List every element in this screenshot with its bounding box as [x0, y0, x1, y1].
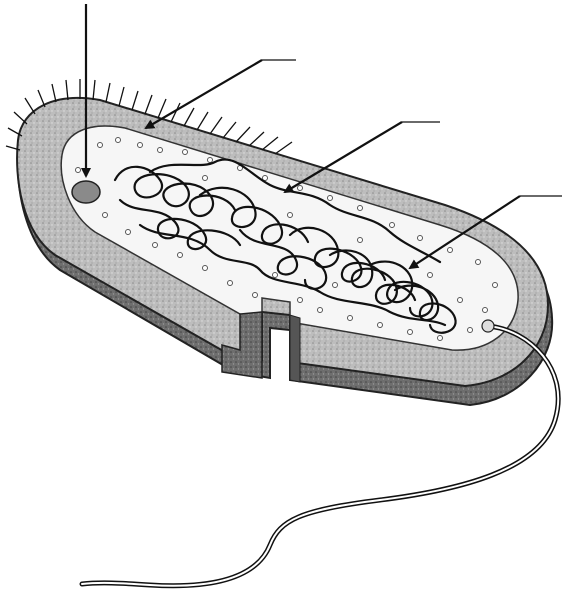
inclusion-granule	[72, 181, 100, 203]
